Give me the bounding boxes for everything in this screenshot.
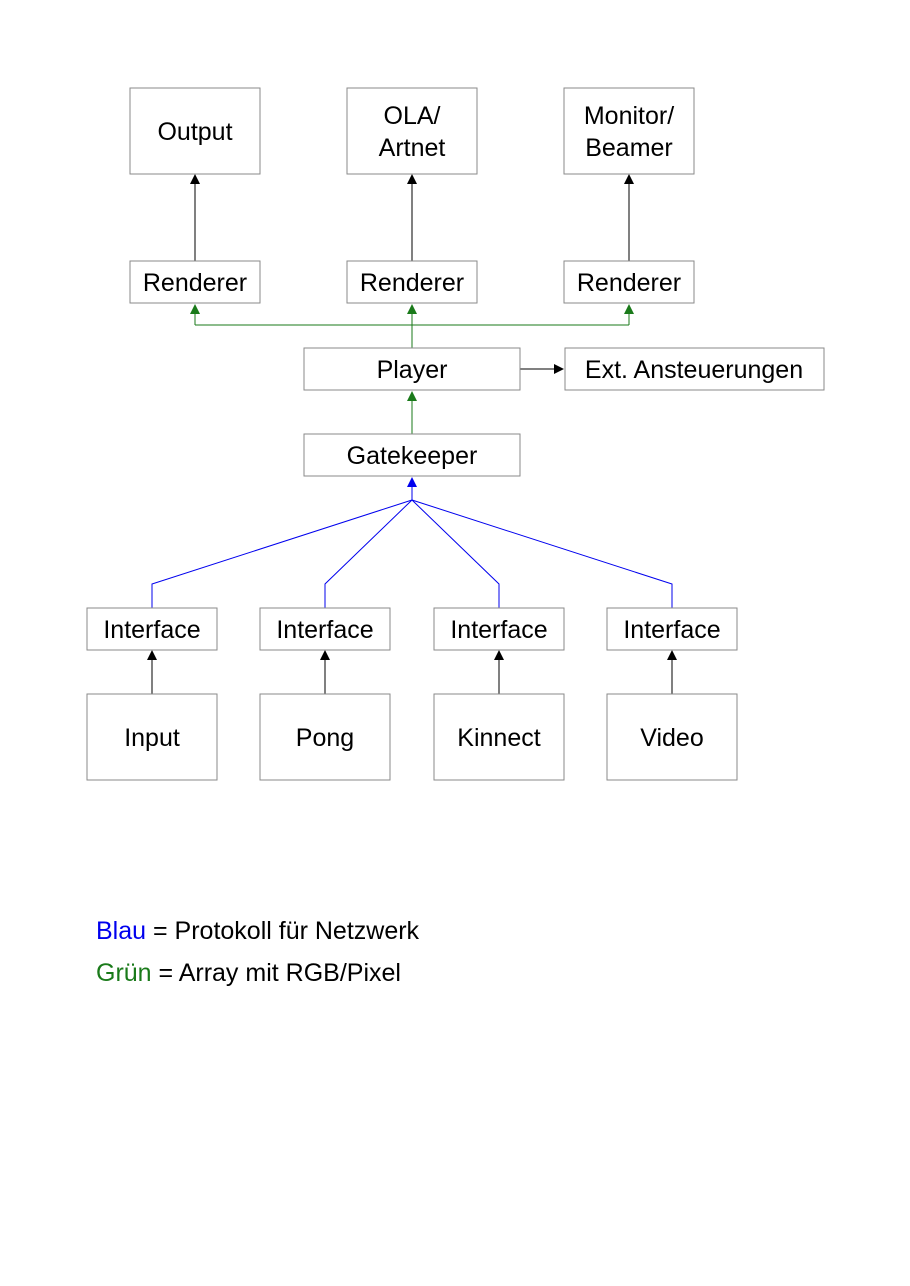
legend-green-word: Grün: [96, 959, 152, 987]
node-interface-2: Interface: [259, 607, 391, 651]
node-monitor-label-line2: Beamer: [585, 134, 673, 162]
node-renderer-3-label: Renderer: [577, 269, 681, 297]
node-interface-2-label: Interface: [276, 616, 373, 644]
node-ola-artnet: OLA/ Artnet: [346, 87, 478, 175]
node-renderer-1-label: Renderer: [143, 269, 247, 297]
legend-green-text: = Array mit RGB/Pixel: [151, 959, 401, 987]
node-video: Video: [606, 693, 738, 781]
node-ola-label-line2: Artnet: [379, 134, 446, 162]
node-player-label: Player: [377, 356, 448, 384]
node-pong-label: Pong: [296, 724, 354, 752]
connectors: [147, 174, 677, 694]
node-renderer-2: Renderer: [346, 260, 478, 304]
node-interface-1: Interface: [86, 607, 218, 651]
node-gatekeeper: Gatekeeper: [303, 433, 521, 477]
legend-blue: Blau = Protokoll für Netzwerk: [96, 916, 419, 946]
node-video-label: Video: [640, 724, 704, 752]
node-ext-ansteuerungen: Ext. Ansteuerungen: [564, 347, 825, 391]
node-interface-3-label: Interface: [450, 616, 547, 644]
legend-blue-text: = Protokoll für Netzwerk: [146, 917, 420, 945]
node-monitor-label-line1: Monitor/: [584, 102, 674, 130]
node-gatekeeper-label: Gatekeeper: [347, 442, 478, 470]
node-interface-1-label: Interface: [103, 616, 200, 644]
edge-interface-1-to-gatekeeper: [151, 499, 413, 608]
node-input: Input: [86, 693, 218, 781]
edge-interface-3-to-gatekeeper: [411, 499, 500, 608]
node-output-label: Output: [157, 118, 232, 146]
node-kinnect-label: Kinnect: [457, 724, 540, 752]
node-interface-4: Interface: [606, 607, 738, 651]
edge-interface-4-to-gatekeeper: [411, 499, 673, 608]
legend-green: Grün = Array mit RGB/Pixel: [96, 958, 401, 988]
node-kinnect: Kinnect: [433, 693, 565, 781]
node-interface-4-label: Interface: [623, 616, 720, 644]
node-renderer-1: Renderer: [129, 260, 261, 304]
edge-interface-2-to-gatekeeper: [324, 499, 413, 608]
node-renderer-3: Renderer: [563, 260, 695, 304]
node-monitor-beamer: Monitor/ Beamer: [563, 87, 695, 175]
node-player: Player: [303, 347, 521, 391]
legend-blue-word: Blau: [96, 917, 147, 945]
node-ola-label-line1: OLA/: [384, 102, 441, 130]
node-ext-label: Ext. Ansteuerungen: [585, 356, 803, 384]
node-renderer-2-label: Renderer: [360, 269, 464, 297]
node-pong: Pong: [259, 693, 391, 781]
node-output: Output: [129, 87, 261, 175]
node-input-label: Input: [124, 724, 180, 752]
node-interface-3: Interface: [433, 607, 565, 651]
